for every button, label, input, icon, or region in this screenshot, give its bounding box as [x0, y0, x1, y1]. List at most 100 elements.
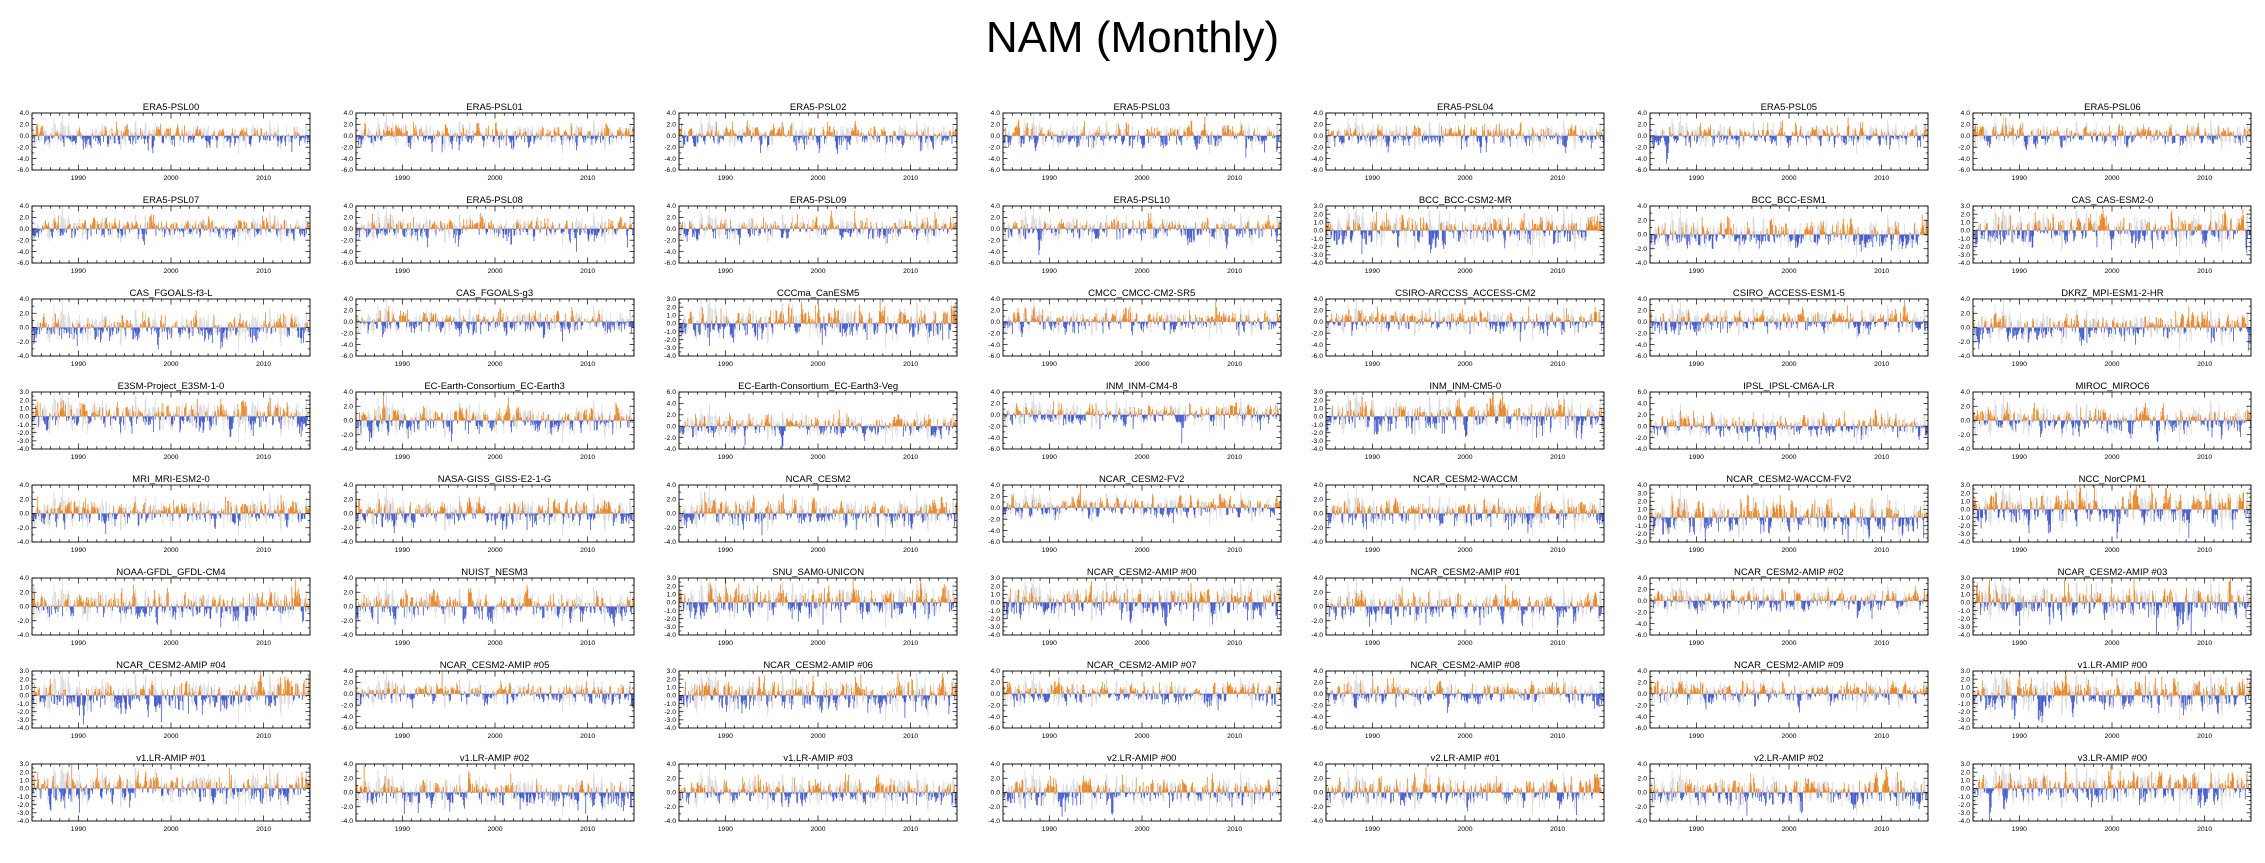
svg-text:2.0: 2.0: [667, 122, 677, 129]
y-tick-labels: 4.02.00.0-2.0-4.0-6.0: [988, 668, 1000, 732]
reference-bars: [1650, 485, 1927, 542]
anomaly-bars: [1327, 677, 1604, 712]
reference-bars: [356, 578, 633, 629]
y-tick-labels: 4.02.00.0-2.0-4.0: [17, 575, 29, 639]
svg-text:-6.0: -6.0: [341, 167, 353, 174]
reference-bars: [680, 113, 957, 153]
y-tick-labels: 4.02.00.0-2.0-4.0: [988, 761, 1000, 825]
svg-text:2010: 2010: [903, 175, 918, 182]
svg-text:0.0: 0.0: [667, 133, 677, 140]
anomaly-bars: [32, 764, 309, 813]
y-tick-labels: 4.02.00.0-2.0-4.0-6.0: [664, 203, 676, 267]
reference-bars: [1003, 671, 1280, 711]
plot-frame: [1650, 392, 1928, 449]
y-tick-labels: 4.02.00.0-2.0-4.0-6.0: [1635, 668, 1647, 732]
anomaly-bars: [1650, 767, 1927, 816]
svg-text:1990: 1990: [1041, 175, 1056, 182]
svg-text:-2.0: -2.0: [341, 144, 353, 151]
reference-bars: [356, 206, 633, 246]
svg-text:-4.0: -4.0: [664, 156, 676, 163]
y-tick-labels: 4.02.00.0-2.0-4.0-6.0: [988, 296, 1000, 360]
y-tick-labels: 4.02.00.0-2.0-4.0-6.0: [1312, 668, 1324, 732]
anomaly-bars: [1650, 300, 1927, 336]
reference-bars: [32, 578, 309, 629]
svg-text:-4.0: -4.0: [988, 156, 1000, 163]
svg-text:1990: 1990: [71, 175, 86, 182]
anomaly-bars: [1327, 393, 1604, 439]
y-tick-labels: 4.02.00.0-2.0-4.0: [17, 296, 29, 360]
anomaly-bars: [1003, 581, 1280, 626]
svg-text:2000: 2000: [811, 175, 826, 182]
reference-bars: [1327, 671, 1604, 711]
anomaly-bars: [1974, 402, 2251, 442]
svg-text:0.0: 0.0: [343, 133, 353, 140]
y-tick-labels: 6.04.02.00.0-2.0-4.0: [664, 389, 676, 453]
y-tick-labels: 4.02.00.0-2.0-4.0-6.0: [1959, 110, 1971, 174]
